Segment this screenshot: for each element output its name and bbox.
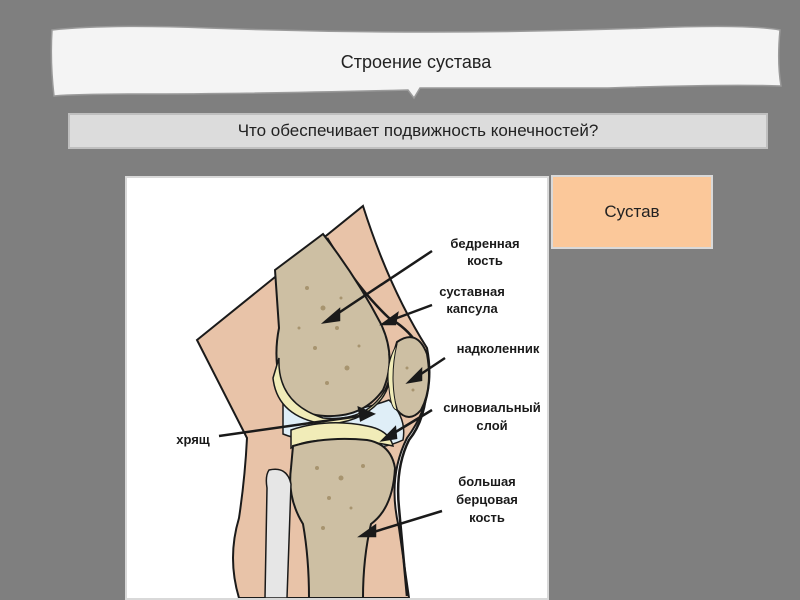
label-femur-2: кость bbox=[467, 253, 503, 268]
label-tibia-1: большая bbox=[458, 474, 516, 489]
answer-box[interactable]: Сустав bbox=[551, 175, 713, 249]
label-synovial-2: слой bbox=[476, 418, 507, 433]
pointer-lines bbox=[218, 249, 446, 538]
label-capsule-2: капсула bbox=[446, 301, 498, 316]
bone-texture bbox=[297, 286, 415, 530]
patella-cartilage bbox=[387, 343, 398, 411]
question-box: Что обеспечивает подвижность конечностей… bbox=[68, 113, 768, 149]
label-patella: надколенник bbox=[457, 341, 540, 356]
fibula-bone bbox=[264, 468, 292, 598]
question-text: Что обеспечивает подвижность конечностей… bbox=[237, 121, 599, 140]
knee-joint-diagram: бедренная кость суставная капсула надкол… bbox=[125, 176, 549, 600]
banner-shape bbox=[50, 25, 782, 100]
femur-bone bbox=[273, 232, 391, 418]
tibia-bone bbox=[289, 437, 397, 598]
label-cartilage: хрящ bbox=[176, 432, 210, 447]
answer-text: Сустав bbox=[604, 202, 660, 221]
label-capsule-1: суставная bbox=[439, 284, 505, 299]
label-tibia-3: кость bbox=[469, 510, 505, 525]
knee-joint-illustration: бедренная кость суставная капсула надкол… bbox=[176, 204, 541, 598]
label-synovial-1: синовиальный bbox=[443, 400, 540, 415]
title-banner: Строение сустава bbox=[48, 22, 784, 106]
label-tibia-2: берцовая bbox=[456, 492, 518, 507]
slide-title: Строение сустава bbox=[340, 51, 492, 72]
label-femur-1: бедренная bbox=[450, 236, 519, 251]
